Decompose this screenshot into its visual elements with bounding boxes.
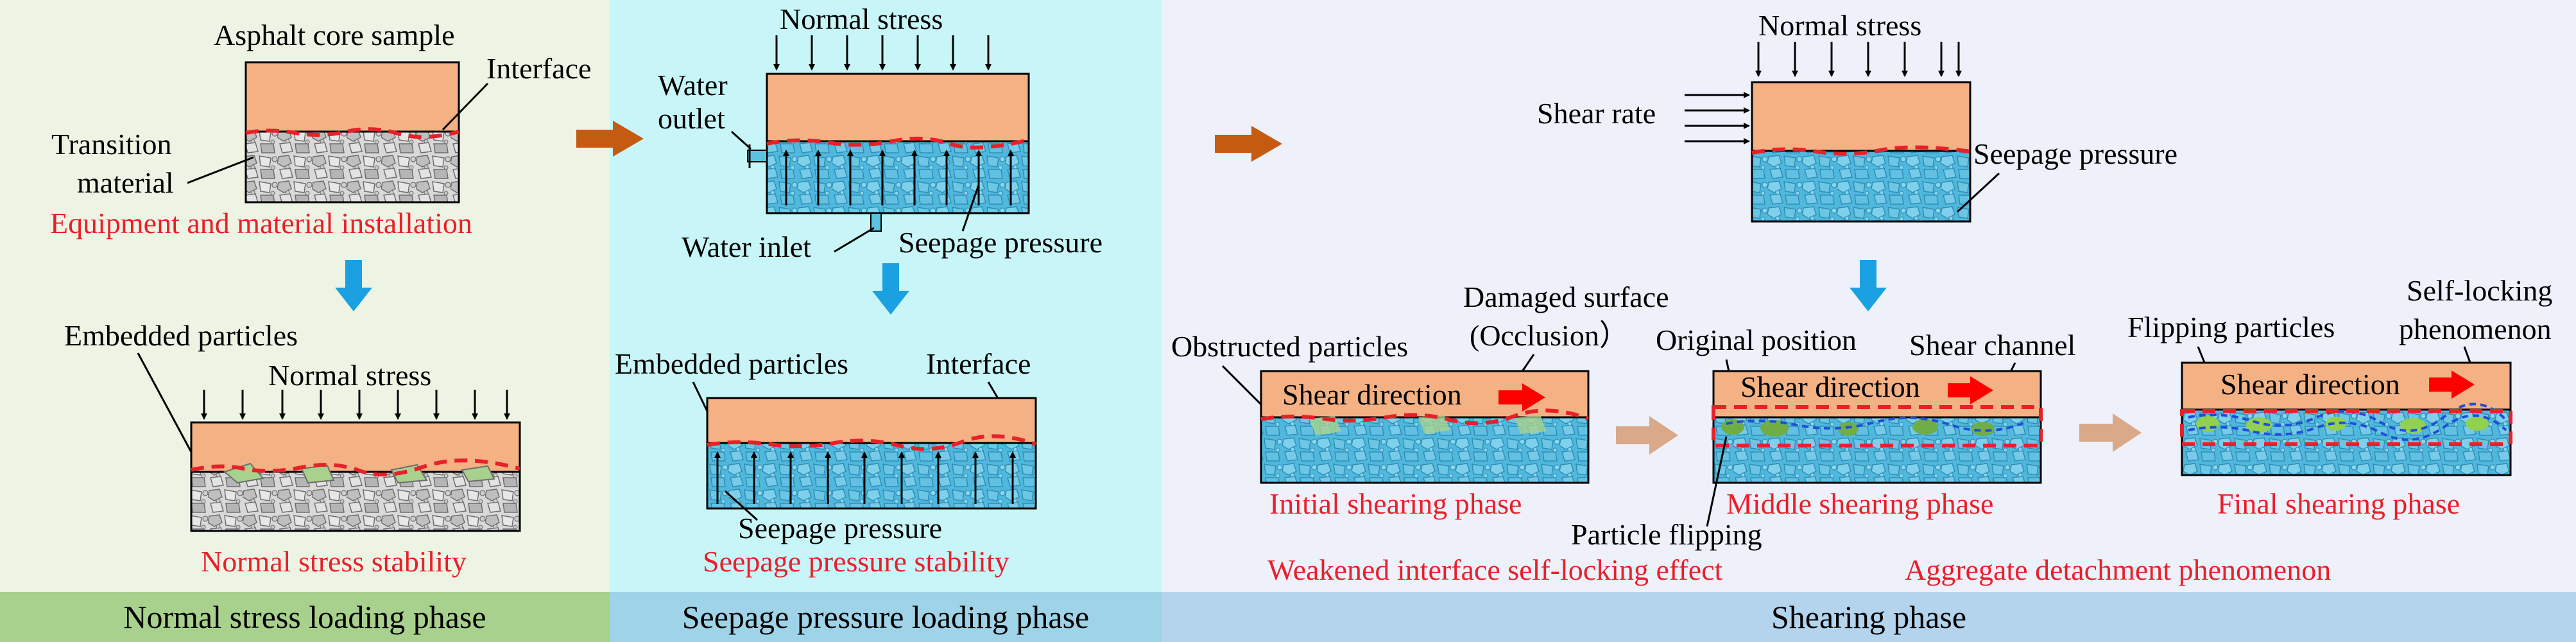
footer-phase3-label: Shearing phase	[1771, 599, 1966, 635]
p3-shear-direction-final: Shear direction	[2220, 368, 2400, 401]
p1-transition-leader	[187, 156, 254, 184]
tan-arrow-2	[2079, 413, 2142, 452]
p3-shear-direction-initial: Shear direction	[1282, 378, 1462, 411]
p2-seepage-leader2	[724, 490, 759, 521]
p3-shear-arrow-initial	[1498, 383, 1545, 412]
p2-sample-top	[766, 73, 1030, 214]
p2-seepage-leader	[961, 184, 980, 232]
orange-arrow-2	[1215, 126, 1282, 162]
p3-seepage-pressure-label: Seepage pressure	[1973, 137, 2177, 170]
p2-normal-stress-arrows	[773, 35, 992, 71]
p1-caption-installation: Equipment and material installation	[50, 207, 472, 239]
p2-seepage-arrows-bottom	[714, 451, 1016, 504]
p1-down-arrow	[335, 260, 372, 311]
p3-damaged-label-line2: (Occlusion）	[1470, 319, 1629, 352]
p2-water-outlet-label-line1: Water	[658, 69, 728, 101]
p2-water-outlet-label-line2: outlet	[658, 102, 725, 135]
p3-middle-phase-label: Middle shearing phase	[1726, 487, 1993, 520]
p3-shear-channel-label: Shear channel	[1909, 329, 2075, 361]
p2-normal-stress-label: Normal stress	[780, 3, 943, 35]
p3-seepage-leader	[1956, 172, 2000, 213]
p1-embedded-label: Embedded particles	[64, 319, 298, 352]
p3-selflocking-label-line2: phenomenon	[2399, 313, 2552, 345]
p3-shear-rate-label: Shear rate	[1537, 97, 1656, 130]
p1-caption-normal-stability: Normal stress stability	[201, 545, 467, 578]
p3-damaged-label-line1: Damaged surface	[1463, 281, 1669, 313]
p2-seepage-arrows-top	[783, 150, 1014, 205]
p3-sample-top	[1751, 81, 1971, 223]
p2-sample-bottom	[706, 397, 1037, 510]
p3-sample-initial	[1260, 370, 1590, 484]
p3-sample-middle	[1712, 370, 2043, 484]
p3-normal-stress-arrows	[1755, 42, 1962, 77]
p3-weakened-label: Weakened interface self-locking effect	[1267, 553, 1723, 586]
p3-particle-flipping-label: Particle flipping	[1571, 518, 1762, 551]
p3-original-position-label: Original position	[1656, 324, 1857, 356]
p3-initial-phase-label: Initial shearing phase	[1269, 487, 1522, 520]
footer-phase2-bar	[610, 592, 1162, 642]
p3-shear-rate-arrows	[1685, 92, 1750, 144]
p1-normal-stress-arrows	[201, 390, 510, 420]
p1-normal-stress-label: Normal stress	[268, 359, 431, 392]
p3-shear-arrow-final	[2429, 370, 2475, 399]
footer-phase3-bar	[1162, 592, 2576, 642]
tan-arrow-1	[1616, 416, 1678, 455]
p2-water-inlet-label: Water inlet	[682, 230, 811, 263]
footer-phase1-label: Normal stress loading phase	[123, 599, 486, 635]
p3-selflocking-label-line1: Self-locking	[2407, 274, 2552, 307]
p1-interface-leader	[442, 82, 489, 131]
p3-normal-stress-label: Normal stress	[1758, 9, 1921, 42]
p3-shear-direction-middle: Shear direction	[1740, 370, 1920, 403]
p3-final-phase-label: Final shearing phase	[2217, 487, 2460, 520]
p2-seepage-pressure-label2: Seepage pressure	[738, 512, 942, 544]
p2-water-inlet-pipe	[870, 213, 882, 232]
p3-shear-arrow-middle	[1948, 376, 1993, 404]
p2-caption-seepage-stability: Seepage pressure stability	[703, 545, 1009, 578]
footer-phase2-label: Seepage pressure loading phase	[682, 599, 1090, 635]
p3-aggregate-label: Aggregate detachment phenomenon	[1905, 553, 2331, 586]
orange-arrow-1	[576, 121, 644, 157]
p3-particle-flipping-leader	[1706, 436, 1728, 527]
p1-interface-label: Interface	[486, 52, 591, 85]
p3-flipping-label: Flipping particles	[2127, 311, 2335, 343]
footer-phase1-bar	[0, 592, 610, 642]
p2-interface-label: Interface	[926, 347, 1031, 380]
p3-down-arrow	[1850, 260, 1887, 311]
p2-water-outlet-leader	[730, 130, 752, 150]
p1-transition-label-line1: Transition	[51, 128, 171, 160]
p1-sample-top	[245, 61, 460, 204]
p2-water-inlet-leader	[834, 227, 875, 253]
p1-transition-label-line2: material	[77, 166, 174, 199]
p2-seepage-pressure-label: Seepage pressure	[898, 226, 1103, 259]
p1-sample-bottom	[190, 421, 521, 532]
p3-obstructed-label: Obstructed particles	[1171, 330, 1408, 363]
p2-down-arrow	[872, 263, 909, 315]
p1-asphalt-core-label: Asphalt core sample	[214, 19, 455, 51]
p2-embedded-label: Embedded particles	[615, 347, 848, 380]
